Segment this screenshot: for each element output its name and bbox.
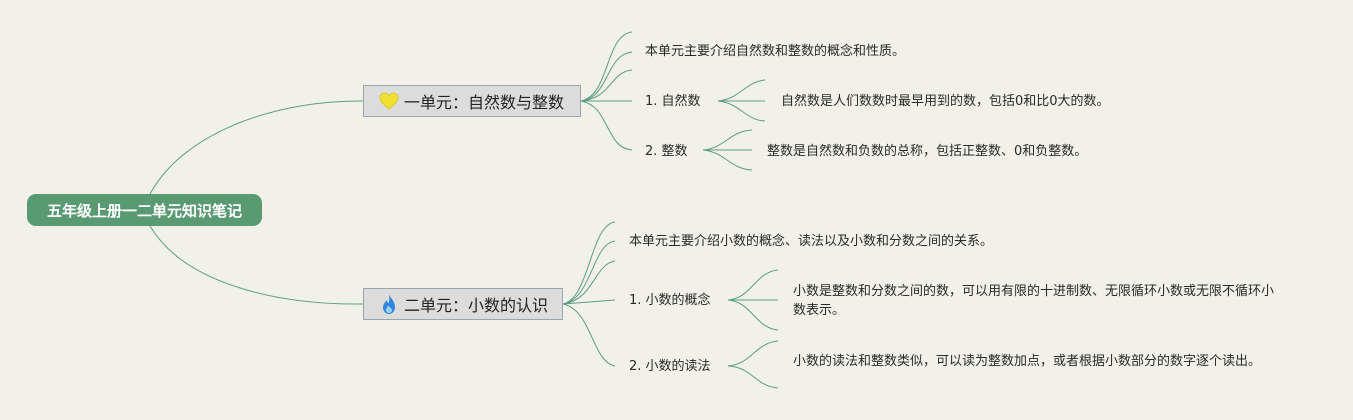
topic-2-decimal-reading-detail[interactable]: 小数的读法和整数类似，可以读为整数加点，或者根据小数部分的数字逐个读出。	[793, 354, 1262, 369]
branch-2-intro[interactable]: 本单元主要介绍小数的概念、读法以及小数和分数之间的关系。	[629, 234, 994, 249]
connector-b2-intro	[562, 221, 616, 305]
connector-t21-c	[727, 299, 779, 331]
connector-t22-b	[727, 365, 779, 389]
connector-b2-topic-1	[562, 299, 616, 305]
branch-1-intro[interactable]: 本单元主要介绍自然数和整数的概念和性质。	[645, 44, 906, 59]
root-node[interactable]: 五年级上册一二单元知识笔记	[27, 194, 262, 226]
connector-b1-fan-a	[580, 51, 633, 102]
connector-t22-a	[727, 340, 779, 367]
topic-1-decimal-concept[interactable]: 1. 小数的概念	[629, 293, 711, 308]
connector-b2-topic-2	[562, 303, 616, 367]
topic-1-decimal-concept-detail[interactable]: 小数是整数和分数之间的数，可以用有限的十进制数、无限循环小数或无限不循环小数表示…	[793, 284, 1275, 318]
connector-t12-a	[702, 129, 753, 151]
flame-icon	[378, 293, 400, 315]
connector-b1-fan-b	[580, 69, 633, 102]
root-node-label: 五年级上册一二单元知识笔记	[46, 201, 242, 220]
connector-b1-topic-2	[580, 100, 633, 151]
connector-t11-c	[717, 100, 766, 122]
branch-node-label: 二单元：小数的认识	[404, 296, 549, 315]
branch-node-label: 一单元：自然数与整数	[404, 93, 565, 112]
connector-root-branch-2	[149, 225, 364, 305]
connector-t11-a	[717, 79, 766, 102]
connector-root-branch-1	[149, 100, 364, 195]
topic-2-integers-detail[interactable]: 整数是自然数和负数的总称，包括正整数、0和负整数。	[767, 144, 1088, 159]
topic-2-decimal-reading[interactable]: 2. 小数的读法	[629, 359, 711, 374]
topic-2-integers[interactable]: 2. 整数	[645, 144, 688, 159]
topic-1-natural-numbers[interactable]: 1. 自然数	[645, 94, 701, 109]
connector-t12-c	[702, 149, 753, 171]
branch-node-unit-1[interactable]: 一单元：自然数与整数	[363, 85, 581, 117]
connector-b2-fan-b	[562, 260, 616, 305]
connector-b2-fan-a	[562, 240, 616, 305]
heart-icon	[378, 90, 400, 112]
connector-b1-intro	[580, 31, 633, 102]
branch-node-unit-2[interactable]: 二单元：小数的认识	[363, 288, 563, 320]
topic-1-natural-numbers-detail[interactable]: 自然数是人们数数时最早用到的数，包括0和比0大的数。	[781, 94, 1110, 109]
connector-t21-a	[727, 269, 779, 301]
